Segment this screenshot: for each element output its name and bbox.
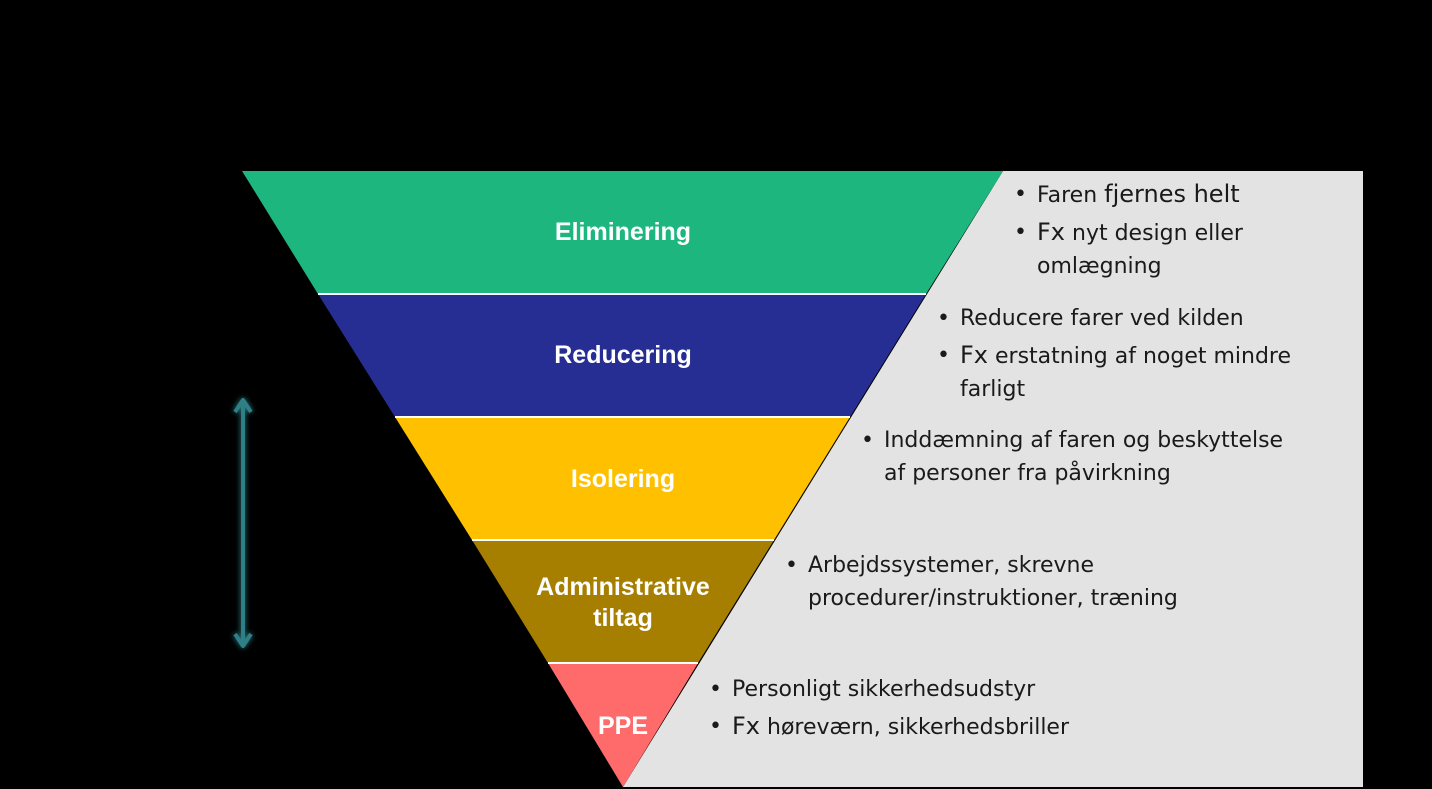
band-reducering [318, 294, 926, 417]
label-ppe: PPE [598, 712, 648, 740]
desc-isolering: Inddæmning af faren og beskyttelse af pe… [861, 424, 1301, 494]
band-ppe [548, 663, 698, 787]
list-item: Inddæmning af faren og beskyttelse af pe… [861, 424, 1301, 490]
list-item: Reducere farer ved kilden [937, 302, 1327, 335]
double-headed-vertical-arrow-icon [233, 398, 253, 648]
desc-ppe: Personligt sikkerhedsudstyr Fx høreværn,… [709, 673, 1129, 748]
list-item: Personligt sikkerhedsudstyr [709, 673, 1129, 706]
desc-reducering: Reducere farer ved kilden Fx erstatning … [937, 302, 1327, 410]
desc-eliminering: Faren fjernes helt Fx nyt design eller o… [1014, 178, 1334, 287]
band-administrative-tiltag [472, 540, 774, 663]
list-item: Fx høreværn, sikkerhedsbriller [709, 710, 1129, 744]
label-eliminering: Eliminering [555, 218, 691, 246]
list-item: Fx erstatning af noget mindre farligt [937, 339, 1327, 406]
band-separators [318, 293, 926, 664]
label-tiltag: tiltag [593, 604, 653, 632]
list-item: Arbejdssystemer, skrevne procedurer/inst… [785, 549, 1185, 615]
list-item: Fx nyt design eller omlægning [1014, 216, 1334, 283]
list-item: Faren fjernes helt [1014, 178, 1334, 212]
label-isolering: Isolering [571, 465, 675, 493]
band-isolering [395, 417, 850, 540]
band-eliminering [242, 171, 1003, 294]
desc-administrative-tiltag: Arbejdssystemer, skrevne procedurer/inst… [785, 549, 1185, 619]
label-reducering: Reducering [554, 341, 692, 369]
label-administrative: Administrative [536, 573, 710, 601]
